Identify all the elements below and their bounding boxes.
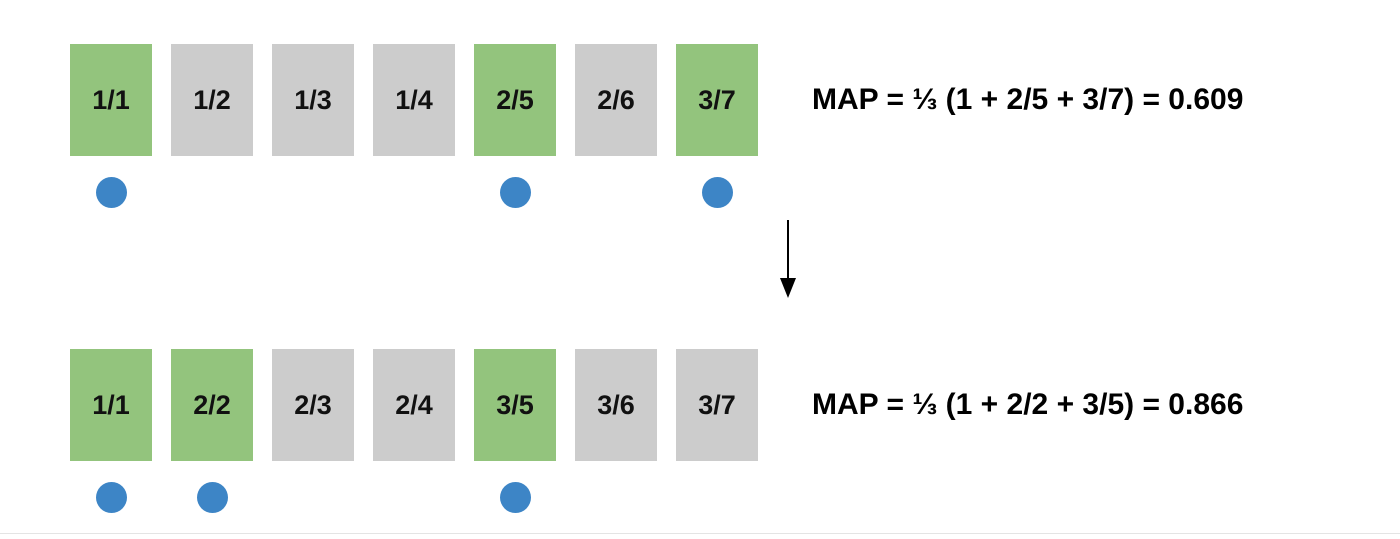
map-formula: MAP = ⅓ (1 + 2/5 + 3/7) = 0.609 [812,83,1244,116]
ranking-top: 1/1 1/2 1/3 1/4 2/5 2/6 3/7 MAP = ⅓ (1 +… [0,44,1400,214]
rank-cell-5: 2/5 [474,44,556,156]
rank-cell-6: 2/6 [575,44,657,156]
dot-icon [95,482,127,513]
rank-cell-4: 2/4 [373,349,455,461]
bottom-divider [0,533,1400,534]
rank-cell-2: 1/2 [171,44,253,156]
arrow-down-icon [780,220,796,298]
dot-icon [499,177,531,208]
dot-icon [701,177,733,208]
dot-icon [196,482,228,513]
rank-cell-6: 3/6 [575,349,657,461]
rank-cell-7: 3/7 [676,44,758,156]
rank-cell-1: 1/1 [70,349,152,461]
dot-icon [95,177,127,208]
rank-cell-5: 3/5 [474,349,556,461]
rank-cell-7: 3/7 [676,349,758,461]
dot-icon [499,482,531,513]
ranking-bottom: 1/1 2/2 2/3 2/4 3/5 3/6 3/7 MAP = ⅓ (1 +… [0,349,1400,519]
rank-cell-4: 1/4 [373,44,455,156]
map-formula: MAP = ⅓ (1 + 2/2 + 3/5) = 0.866 [812,388,1244,421]
rank-cell-1: 1/1 [70,44,152,156]
rank-cell-3: 1/3 [272,44,354,156]
rank-cell-2: 2/2 [171,349,253,461]
rank-cell-3: 2/3 [272,349,354,461]
